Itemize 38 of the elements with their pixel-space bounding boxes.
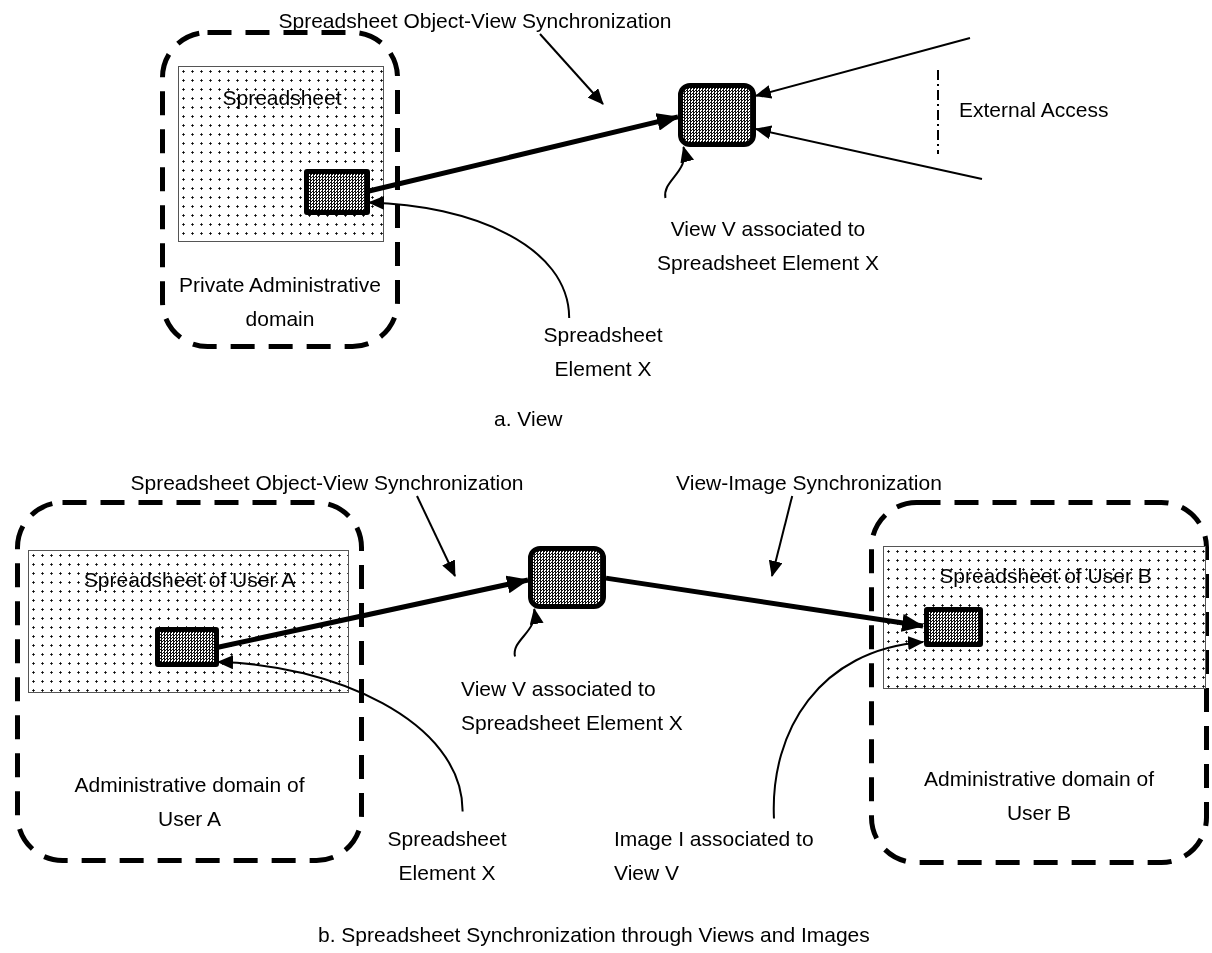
figure-caption: b. Spreadsheet Synchronization through Views and Images bbox=[318, 922, 870, 948]
leader-arrow bbox=[513, 608, 543, 658]
element-box bbox=[678, 83, 756, 147]
element-box bbox=[924, 607, 983, 647]
pointer-arrow bbox=[416, 495, 456, 577]
box-label: Spreadsheet of User A bbox=[82, 567, 297, 593]
dotted-box bbox=[883, 546, 1206, 689]
annotation-text: View V associated to Spreadsheet Element X bbox=[633, 212, 903, 280]
annotation-text: Spreadsheet Object-View Synchronization bbox=[77, 466, 577, 500]
leader-arrow bbox=[217, 655, 464, 813]
sync-arrow bbox=[605, 575, 924, 632]
sync-arrow bbox=[217, 575, 529, 650]
annotation-text: View V associated to Spreadsheet Element X bbox=[461, 672, 731, 740]
figure-caption: a. View bbox=[494, 406, 563, 432]
region-label: Administrative domain of User A bbox=[73, 772, 306, 832]
annotation-text: View-Image Synchronization bbox=[641, 466, 977, 500]
box-label: Spreadsheet of User B bbox=[938, 563, 1153, 589]
region-label: Administrative domain of User B bbox=[923, 766, 1155, 826]
element-box bbox=[304, 169, 370, 215]
pointer-arrow bbox=[755, 37, 971, 99]
annotation-text: Spreadsheet Element X bbox=[382, 822, 512, 890]
element-box bbox=[155, 627, 219, 667]
annotation-text: Spreadsheet Element X bbox=[538, 318, 668, 386]
pointer-arrow bbox=[768, 495, 794, 577]
pointer-arrow bbox=[755, 125, 983, 180]
annotation-text: Spreadsheet Object-View Synchronization bbox=[225, 4, 725, 38]
annotation-text: External Access bbox=[959, 97, 1109, 123]
leader-arrow bbox=[664, 146, 693, 199]
annotation-text: Image I associated to View V bbox=[614, 822, 829, 890]
region-label: Private Administrative domain bbox=[178, 272, 382, 332]
box-label: Spreadsheet bbox=[221, 85, 343, 111]
sync-arrow bbox=[368, 113, 679, 194]
dotted-box bbox=[178, 66, 384, 242]
leader-arrow bbox=[368, 196, 571, 319]
element-box bbox=[528, 546, 606, 609]
leader-arrow bbox=[772, 637, 924, 820]
dotted-box bbox=[28, 550, 349, 693]
pointer-arrow bbox=[539, 33, 604, 105]
